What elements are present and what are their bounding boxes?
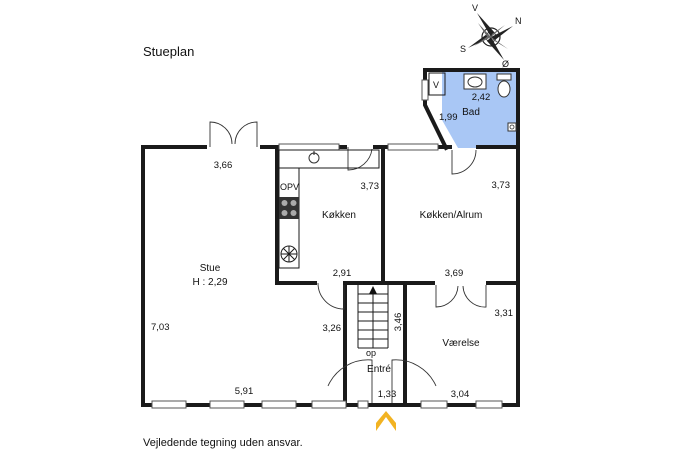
entrance-arrow-icon <box>376 411 396 431</box>
compass-v-label: V <box>472 3 478 13</box>
label-stair-op: op <box>366 348 376 358</box>
room-height-stue: H : 2,29 <box>192 277 227 288</box>
dim-stue-bottom: 5,91 <box>235 386 254 397</box>
interior-walls <box>275 145 520 407</box>
stair-arrow-icon <box>369 286 377 294</box>
room-label-entre: Entré <box>367 364 391 375</box>
compass-n-label: N <box>515 16 522 26</box>
dim-vaerelse-bottom: 3,04 <box>451 389 470 400</box>
room-label-kokken-alrum: Køkken/Alrum <box>420 210 483 221</box>
windows <box>151 79 503 409</box>
dim-bad-depth: 1,99 <box>439 112 458 123</box>
room-label-stue: Stue <box>200 263 221 274</box>
bathroom-fixtures <box>428 72 517 132</box>
room-label-kokken: Køkken <box>322 210 356 221</box>
stove-icon <box>279 197 299 219</box>
dim-stue-left: 7,03 <box>151 322 170 333</box>
compass-s-label: S <box>460 44 466 54</box>
staircase <box>358 286 388 349</box>
shower-icon <box>507 122 517 132</box>
doors <box>209 121 487 403</box>
label-opv: OPV <box>280 182 299 192</box>
room-label-bad: Bad <box>462 107 480 118</box>
dim-stue-right: 3,26 <box>323 323 342 334</box>
dim-stue-top: 3,66 <box>214 160 233 171</box>
dim-alrum-bottom: 3,69 <box>445 268 464 279</box>
compass-o-label: Ø <box>502 59 509 69</box>
plan-title: Stueplan <box>143 44 194 59</box>
dim-stair: 3,46 <box>393 313 404 332</box>
dim-vaerelse-side: 3,31 <box>495 308 514 319</box>
disclaimer-text: Vejledende tegning uden ansvar. <box>143 437 303 449</box>
kitchen-counter <box>278 149 380 269</box>
dim-bad-width: 2,42 <box>472 92 491 103</box>
label-bath-v: V <box>433 80 439 90</box>
dim-entre-width: 1,33 <box>378 389 397 400</box>
fan-icon <box>280 245 298 263</box>
compass-rose-icon <box>468 13 513 60</box>
dim-kokken-bottom: 2,91 <box>333 268 352 279</box>
toilet-icon <box>496 73 512 98</box>
room-label-vaerelse: Værelse <box>442 338 480 349</box>
dim-kokken-top: 3,73 <box>361 181 380 192</box>
dim-alrum-right: 3,73 <box>492 180 511 191</box>
